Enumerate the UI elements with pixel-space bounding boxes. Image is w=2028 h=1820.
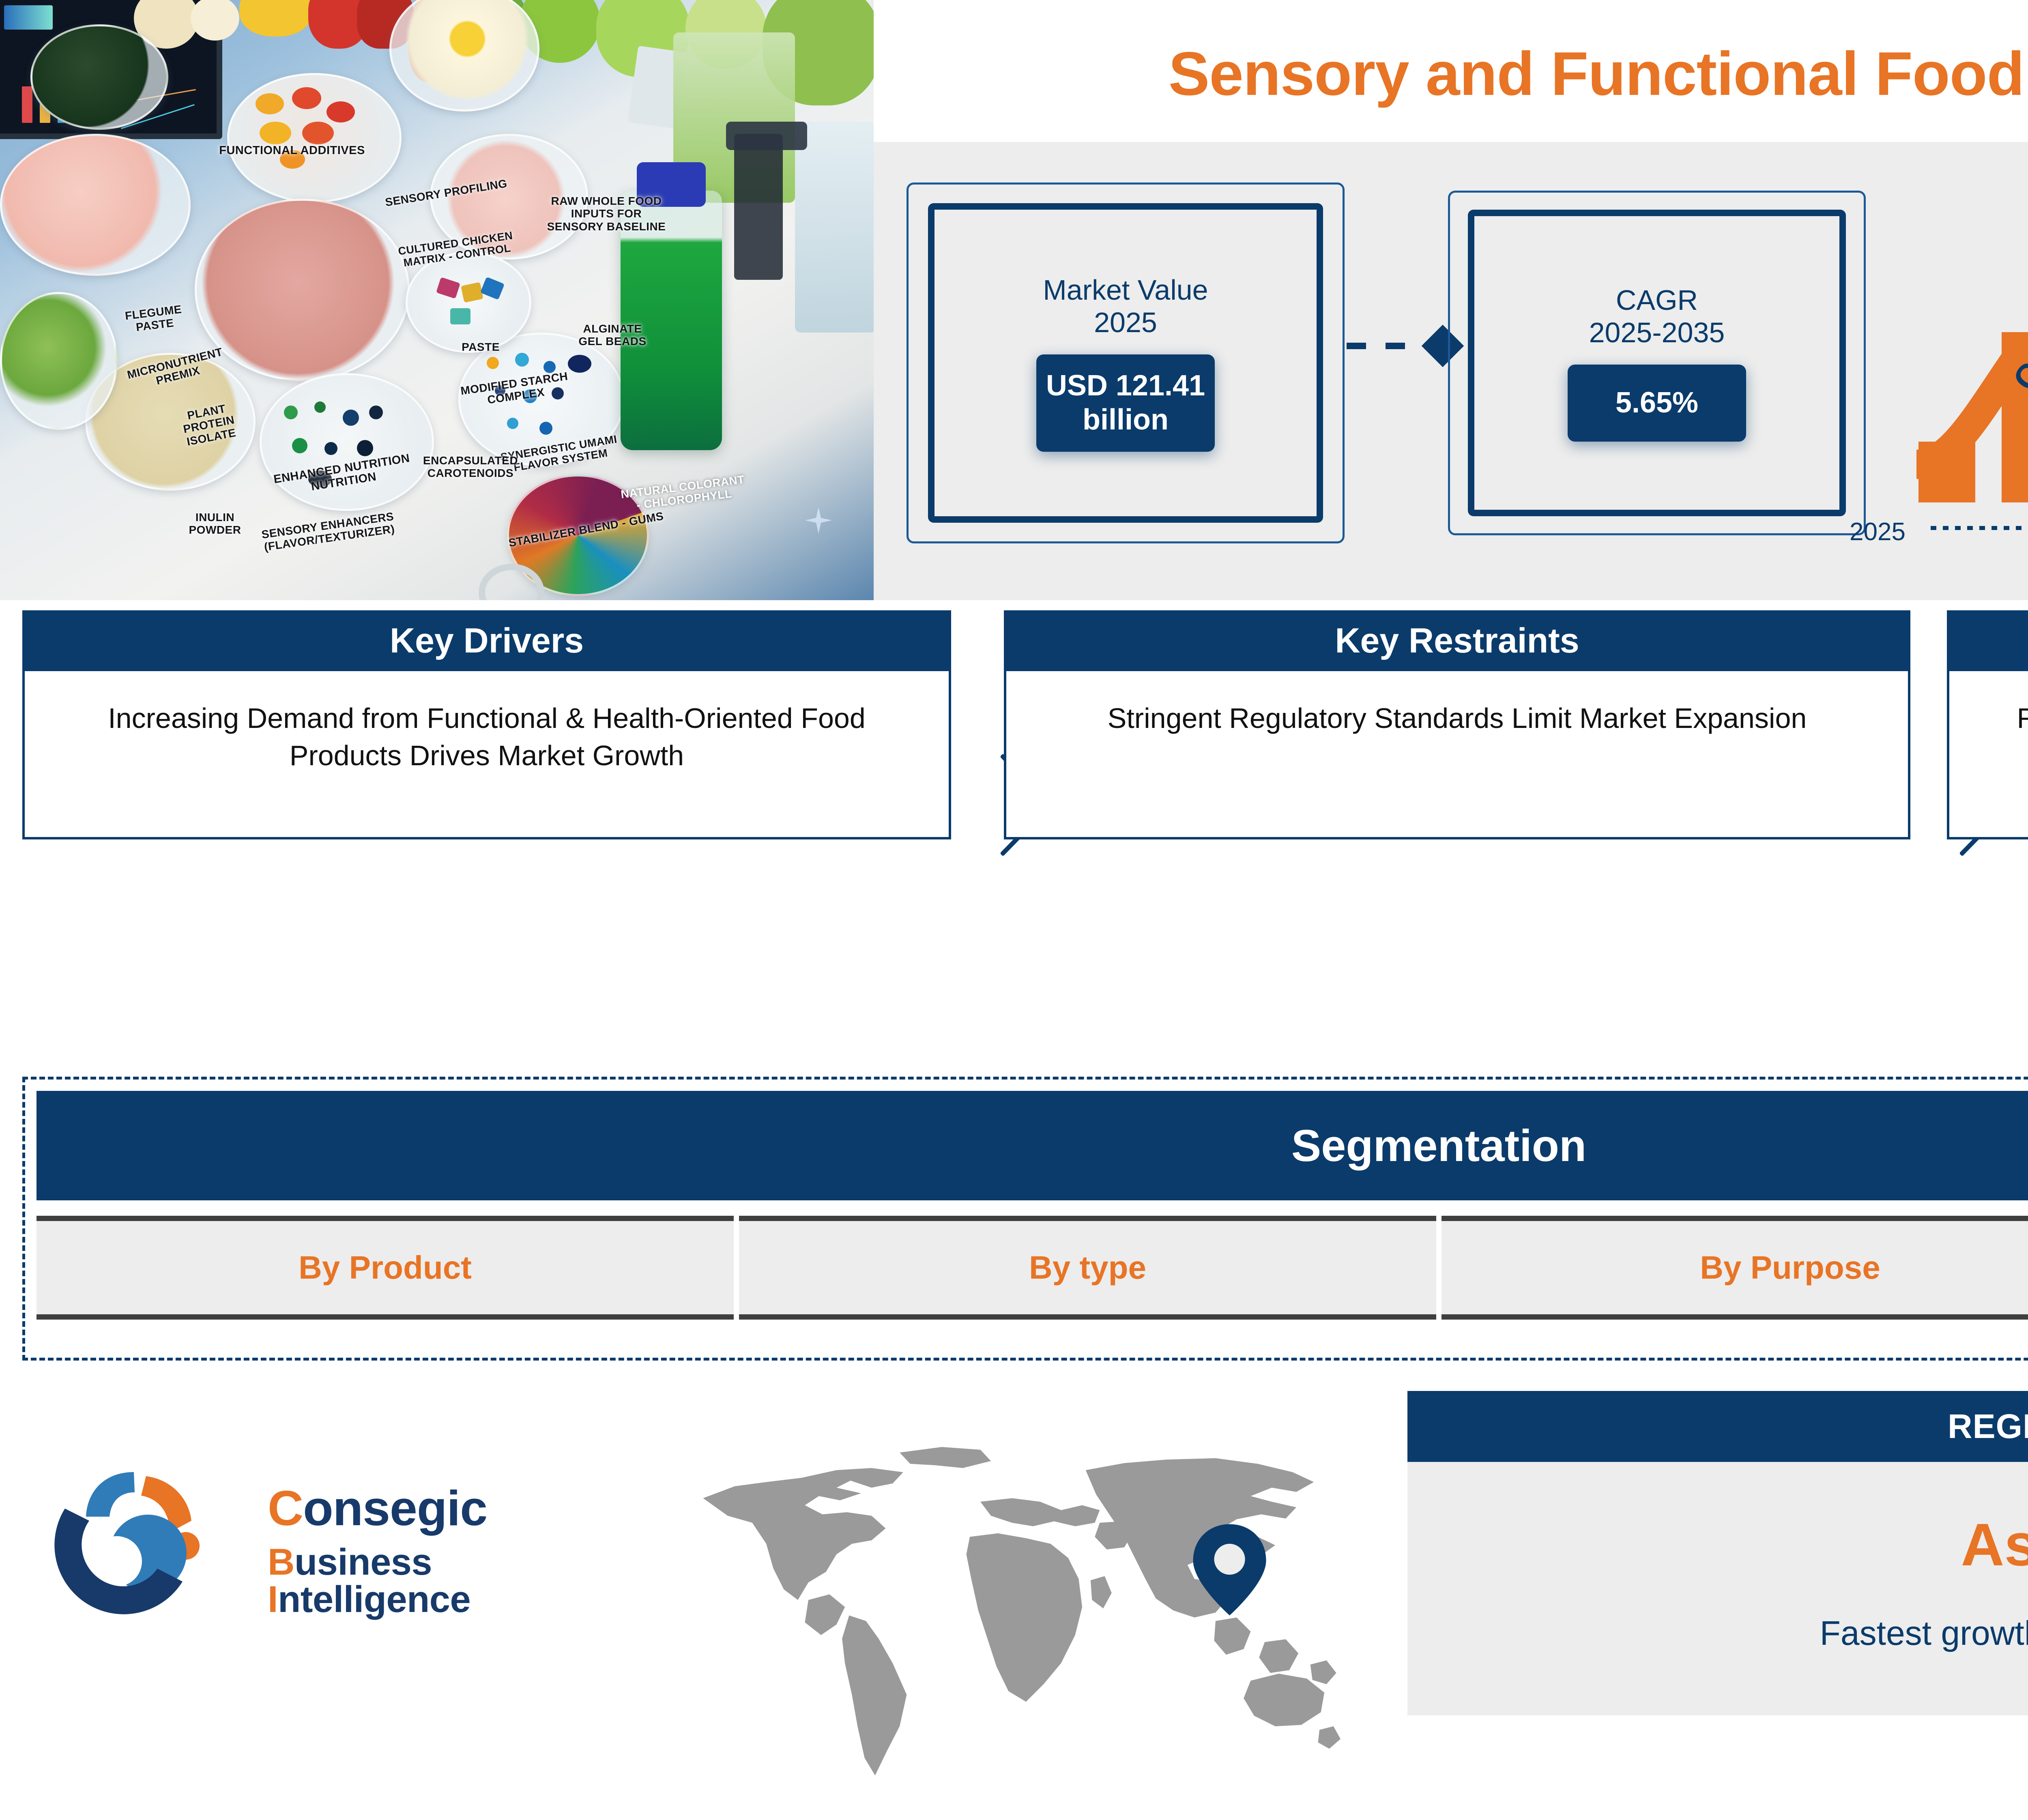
market-value-2025-label: Market Value 2025: [1043, 274, 1208, 338]
panel-key-restraints: Key Restraints Stringent Regulatory Stan…: [1004, 610, 2013, 856]
photo-label: FUNCTIONAL ADDITIVES: [219, 144, 365, 157]
world-map: [637, 1432, 1387, 1796]
logo-i: I: [268, 1579, 278, 1620]
photo-label: PASTE: [462, 341, 500, 353]
logo-b: B: [268, 1541, 294, 1583]
panel-key-drivers-text: Increasing Demand from Functional & Heal…: [108, 702, 866, 772]
segmentation-tab-by-type[interactable]: By type: [739, 1216, 1436, 1320]
cagr-start-year: 2025: [1850, 518, 1906, 546]
hero-right: Sensory and Functional Food Ingredients …: [874, 0, 2028, 600]
regional-analysis-card: REGIONAL ANALYSIS Asia Pacific Fastest g…: [1407, 1391, 2028, 1715]
panel-future-opportunities-text: Rising Demand for Clean-Label Natural In…: [2017, 702, 2028, 734]
market-value-2025-value: USD 121.41 billion: [1036, 354, 1215, 452]
panel-future-opportunities-body: Rising Demand for Clean-Label Natural In…: [1947, 671, 2028, 839]
regional-analysis-region: Asia Pacific: [1961, 1511, 2028, 1578]
photo-label: INULIN POWDER: [189, 511, 241, 537]
segmentation-tab-label: By Purpose: [1700, 1249, 1880, 1286]
panel-key-drivers: Key Drivers Increasing Demand from Funct…: [22, 610, 1053, 856]
regional-analysis-heading: REGIONAL ANALYSIS: [1407, 1391, 2028, 1462]
panel-key-drivers-title: Key Drivers: [22, 610, 951, 671]
connector-dash-left: [1347, 343, 1432, 349]
logo-ntelligence: ntelligence: [278, 1579, 471, 1620]
logo-onsegic: onsegic: [303, 1481, 488, 1536]
cagr-arrow-icon: [1915, 334, 2028, 479]
panel-key-restraints-title: Key Restraints: [1004, 610, 1910, 671]
panel-key-drivers-body: Increasing Demand from Functional & Heal…: [22, 671, 1053, 856]
panel-future-opportunities-title: Future Opportunities: [1947, 610, 2028, 671]
brand-logo[interactable]: Consegic Business Intelligence: [49, 1460, 633, 1630]
cagr-label: CAGR 2025-2035: [1589, 284, 1725, 348]
segmentation-tabs: By Product By type By Purpose By Applica…: [37, 1216, 2028, 1320]
logo-c: C: [268, 1481, 303, 1536]
brand-logo-text: Consegic Business Intelligence: [268, 1483, 633, 1618]
segmentation-tab-label: By type: [1029, 1249, 1146, 1286]
segmentation-tab-by-purpose[interactable]: By Purpose: [1442, 1216, 2028, 1320]
panel-future-opportunities: Future Opportunities Rising Demand for C…: [1947, 610, 2028, 839]
world-map-icon: [703, 1447, 1341, 1776]
segmentation-title: Segmentation: [37, 1091, 2028, 1200]
cagr-growth-graphic: CAGR CAGR 5.65% 2025 2035: [1850, 185, 2028, 549]
drivers-row: Key Drivers Increasing Demand from Funct…: [0, 610, 2028, 1056]
photo-label: RAW WHOLE FOOD INPUTS FOR SENSORY BASELI…: [547, 195, 666, 233]
regional-analysis-note: Fastest growth during the forecast perio…: [1820, 1614, 2028, 1652]
cagr-value: 5.65%: [1568, 364, 1746, 442]
consegic-mark-icon: [54, 1472, 200, 1614]
cagr-card: CAGR 2025-2035 5.65%: [1448, 191, 1866, 535]
panel-key-restraints-body: Stringent Regulatory Standards Limit Mar…: [1004, 671, 2013, 856]
cagr-timeline: [1931, 526, 2028, 530]
photo-label: ALGINATE GEL BEADS: [578, 322, 647, 348]
logo-usiness: usiness: [294, 1541, 432, 1583]
hero-band: FUNCTIONAL ADDITIVES SENSORY PROFILING R…: [0, 0, 2028, 600]
panel-key-restraints-text: Stringent Regulatory Standards Limit Mar…: [1107, 702, 1807, 734]
market-value-2025-card: Market Value 2025 USD 121.41 billion: [907, 182, 1345, 543]
segmentation-tab-label: By Product: [299, 1249, 472, 1286]
segmentation-section: Segmentation By Product By type By Purpo…: [22, 1077, 2028, 1361]
segmentation-tab-by-product[interactable]: By Product: [37, 1216, 734, 1320]
map-pin-icon: [1193, 1524, 1266, 1616]
photo-label: ENCAPSULATED CAROTENOIDS: [423, 454, 518, 480]
lab-photo: FUNCTIONAL ADDITIVES SENSORY PROFILING R…: [0, 0, 874, 600]
page-title: Sensory and Functional Food Ingredients …: [1168, 39, 2028, 108]
